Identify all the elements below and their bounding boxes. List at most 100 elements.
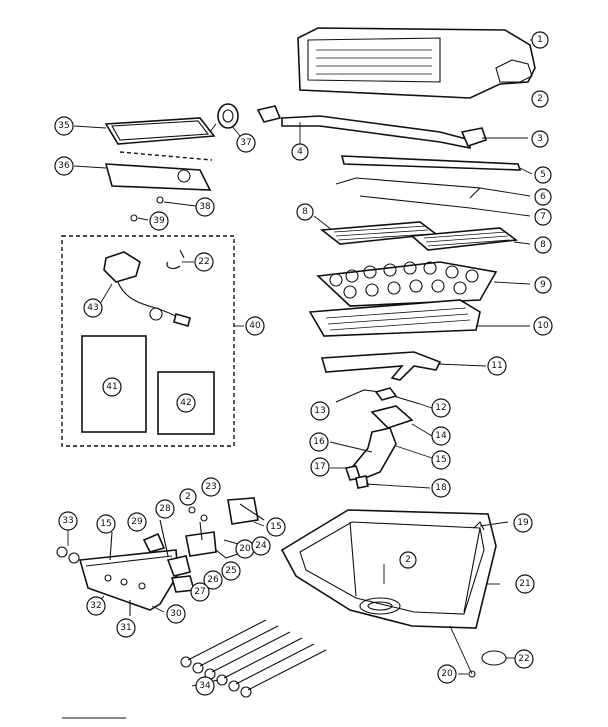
callout-circle [179, 488, 197, 506]
callout-circle [195, 676, 215, 696]
callout-3: 3 [531, 130, 549, 148]
callout-number: 42 [180, 398, 191, 408]
callout-33: 33 [58, 511, 78, 531]
callout-number: 2 [405, 555, 411, 565]
rock-grate [308, 299, 530, 337]
callout-number: 6 [540, 192, 546, 202]
control-valve-assembly [78, 497, 265, 616]
instruction-sheets [81, 335, 215, 435]
lid-handle [256, 105, 528, 149]
callout-number: 1 [537, 35, 543, 45]
callout-18: 18 [431, 478, 451, 498]
callout-26: 26 [203, 570, 223, 590]
callout-circle [83, 298, 103, 318]
callout-24: 24 [251, 536, 271, 556]
callout-circle [534, 208, 552, 226]
knob-and-clip [449, 625, 516, 678]
callout-14: 14 [431, 426, 451, 446]
callout-number: 12 [435, 403, 446, 413]
callout-number: 27 [194, 587, 205, 597]
callout-number: 8 [302, 207, 308, 217]
callout-circle [296, 203, 314, 221]
callout-circle [309, 432, 329, 452]
callout-circle [155, 499, 175, 519]
callout-number: 34 [199, 681, 211, 691]
callout-circle [245, 316, 265, 336]
callout-9: 9 [534, 276, 552, 294]
firebox [280, 509, 509, 629]
callout-number: 40 [249, 321, 261, 331]
callout-circle [437, 664, 457, 684]
callout-circle [431, 450, 451, 470]
callout-circle [96, 514, 116, 534]
callout-circle [515, 574, 535, 594]
callout-number: 8 [540, 240, 546, 250]
callout-circle [251, 536, 271, 556]
callout-number: 25 [225, 566, 236, 576]
callout-number: 19 [517, 518, 529, 528]
callout-39: 39 [149, 211, 169, 231]
callout-8a: 8 [296, 203, 314, 221]
callout-30: 30 [166, 604, 186, 624]
callout-number: 11 [491, 361, 502, 371]
callout-number: 2 [537, 94, 543, 104]
callout-number: 23 [205, 482, 216, 492]
callout-number: 7 [540, 212, 546, 222]
control-panel-frame [73, 117, 216, 161]
burner-venturi [329, 427, 433, 489]
callout-16: 16 [309, 432, 329, 452]
callout-labels: 1234567889101112131415151516171819202021… [54, 31, 553, 696]
callout-number: 16 [313, 437, 325, 447]
callout-15b: 15 [266, 517, 286, 537]
callout-circle [531, 31, 549, 49]
callout-circle [195, 197, 215, 217]
callout-43: 43 [83, 298, 103, 318]
callout-circle [534, 188, 552, 206]
control-knob [209, 103, 241, 137]
callout-circle [310, 457, 330, 477]
callout-circle [194, 252, 214, 272]
callout-circle [149, 211, 169, 231]
cooking-grid-right [410, 227, 531, 251]
callout-number: 10 [537, 321, 549, 331]
callout-41: 41 [102, 377, 122, 397]
callout-34: 34 [195, 676, 215, 696]
callout-22b: 22 [514, 649, 534, 669]
callout-circle [166, 604, 186, 624]
callout-17: 17 [310, 457, 330, 477]
callout-4: 4 [291, 143, 309, 161]
callout-number: 15 [435, 455, 446, 465]
callout-circle [513, 513, 533, 533]
callout-circle [266, 517, 286, 537]
callout-circle [310, 401, 330, 421]
callout-13: 13 [310, 401, 330, 421]
callout-15a: 15 [431, 450, 451, 470]
callout-number: 13 [314, 406, 325, 416]
callout-number: 35 [58, 121, 69, 131]
callout-circle [203, 570, 223, 590]
screws [56, 528, 80, 564]
callout-2b: 2 [399, 551, 417, 569]
ignitor-hardware [130, 196, 197, 222]
callout-circle [514, 649, 534, 669]
callout-31: 31 [116, 618, 136, 638]
burner-support [320, 351, 487, 381]
callout-number: 24 [255, 541, 267, 551]
callout-number: 30 [170, 609, 182, 619]
callout-1: 1 [531, 31, 549, 49]
callout-5: 5 [534, 166, 552, 184]
lava-rock [316, 261, 531, 307]
callout-number: 33 [62, 516, 73, 526]
callout-circle [86, 596, 106, 616]
callout-number: 31 [120, 623, 131, 633]
callout-number: 36 [58, 161, 70, 171]
callout-number: 22 [198, 257, 209, 267]
callout-circle [236, 133, 256, 153]
callout-23: 23 [201, 477, 221, 497]
callout-number: 15 [270, 522, 281, 532]
callout-15c: 15 [96, 514, 116, 534]
callout-circle [431, 426, 451, 446]
rotisserie-skewers [180, 619, 327, 698]
callout-number: 4 [297, 147, 303, 157]
